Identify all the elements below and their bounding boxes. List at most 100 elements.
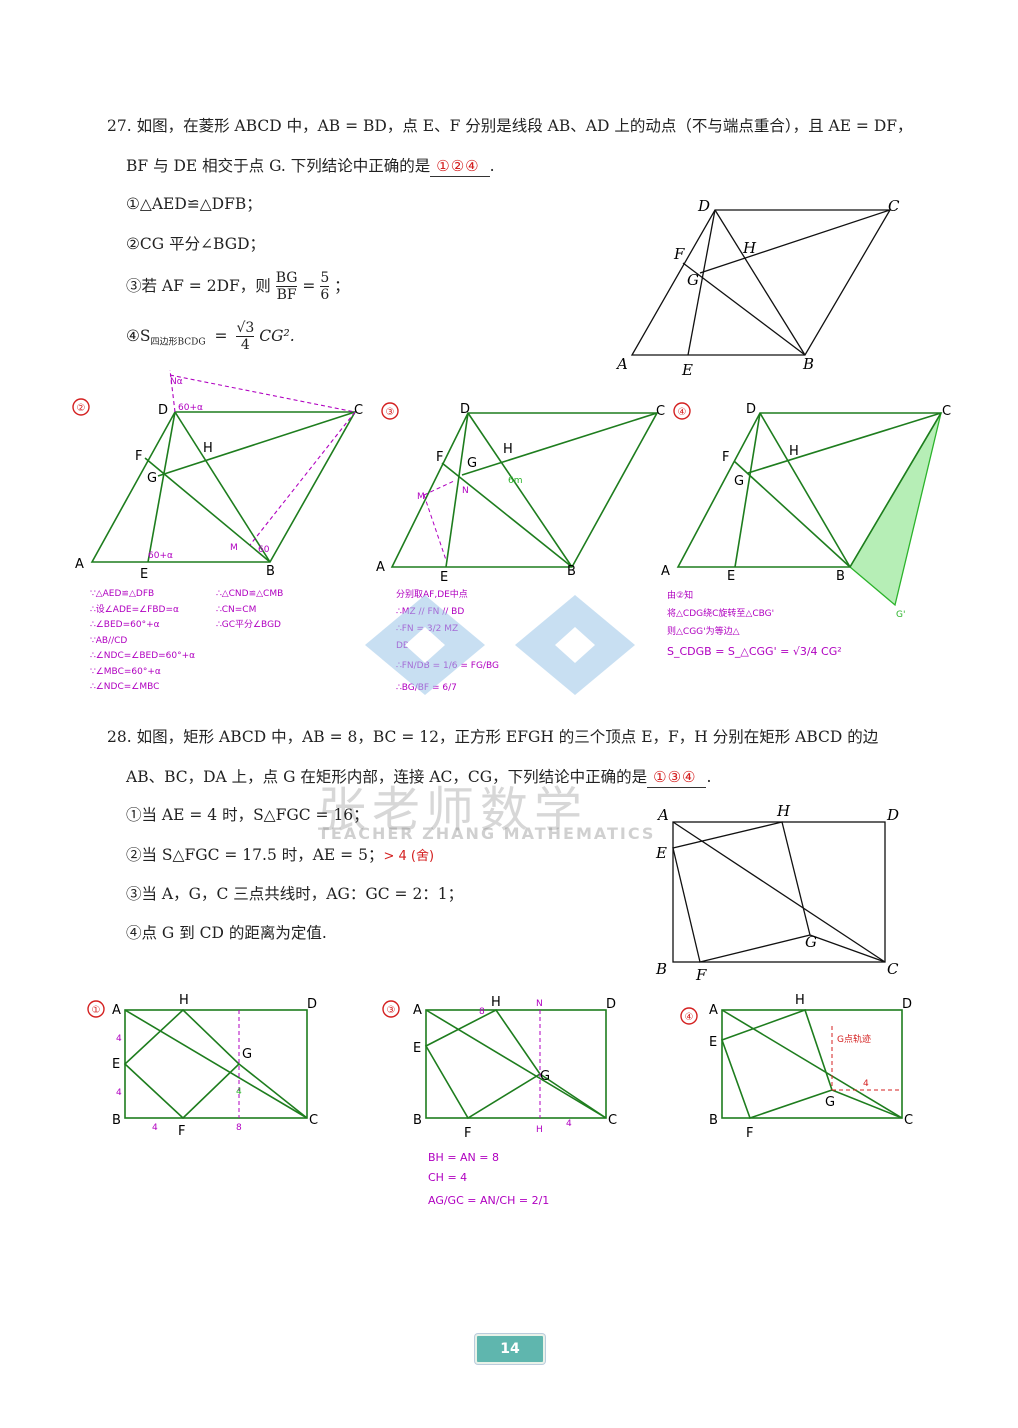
q28-option-4: ④点 G 到 CD 的距离为定值. <box>126 924 327 942</box>
sol27-fig3-e: E <box>440 570 448 585</box>
sol27-fig3-a: A <box>376 560 385 575</box>
segment-cg <box>699 209 891 274</box>
sol27-fig2-e: E <box>140 567 148 582</box>
svg-text:D: D <box>606 997 616 1012</box>
svg-text:G: G <box>540 1069 550 1084</box>
svg-text:4: 4 <box>116 1088 122 1098</box>
svg-text:A: A <box>413 1003 422 1018</box>
svg-text:E: E <box>413 1041 421 1056</box>
svg-text:4: 4 <box>566 1119 572 1129</box>
sol27-fig2-c: C <box>354 403 363 418</box>
sol27-fig4-d: D <box>746 402 756 417</box>
svg-text:F: F <box>746 1126 753 1140</box>
sol27-fig4-f: F <box>722 450 729 465</box>
sol27-fig3-h: H <box>503 442 513 457</box>
svg-text:D: D <box>902 997 912 1012</box>
svg-text:N: N <box>536 999 543 1009</box>
sol27-fig4-h: H <box>789 444 799 459</box>
svg-text:G: G <box>242 1047 252 1062</box>
svg-text:B: B <box>709 1113 718 1128</box>
q27-option-1: ①△AED≌△DFB； <box>126 195 262 213</box>
svg-text:④: ④ <box>678 407 687 418</box>
sol27-fig3-f: F <box>436 450 443 465</box>
svg-text:D: D <box>886 806 899 824</box>
sol27-fig4-g: G <box>734 474 744 489</box>
svg-text:4: 4 <box>236 1087 242 1097</box>
svg-text:60+α: 60+α <box>178 403 203 413</box>
q27-answer: ①②④ <box>436 157 480 175</box>
q27-figure: D C F H G A E B <box>615 197 900 379</box>
q27-option-2: ②CG 平分∠BGD； <box>126 235 266 253</box>
svg-text:C: C <box>904 1113 913 1128</box>
svg-text:G': G' <box>896 610 905 620</box>
svg-text:E: E <box>709 1035 717 1050</box>
sol27-fig4-a: A <box>661 564 670 579</box>
segment-bd <box>714 209 806 356</box>
svg-text:C: C <box>608 1113 617 1128</box>
svg-text:8: 8 <box>479 1007 485 1017</box>
q27-label-a: A <box>615 355 628 373</box>
svg-text:60+α: 60+α <box>148 551 173 561</box>
q28-answer: ①③④ <box>653 768 697 786</box>
sol27-circle-2: ② <box>77 403 86 414</box>
svg-text:A: A <box>709 1003 718 1018</box>
sol27-fig2-h: H <box>203 441 213 456</box>
svg-text:F: F <box>178 1124 185 1139</box>
sol27-fig4-e: E <box>727 569 735 584</box>
q28-option-2: ②当 S△FGC = 17.5 时，AE = 5；> 4 (舍) <box>126 846 435 864</box>
sol27-fig2-a: A <box>75 557 84 572</box>
svg-text:6m: 6m <box>508 476 523 486</box>
q27-label-h: H <box>742 239 757 257</box>
svg-text:D: D <box>307 997 317 1012</box>
q28-option-3: ③当 A，G，C 三点共线时，AG：GC = 2：1； <box>126 885 464 903</box>
svg-text:60: 60 <box>258 545 270 555</box>
sol27-fig4-b: B <box>836 569 845 584</box>
q28-option-1: ①当 AE = 4 时，S△FGC = 16； <box>126 806 369 824</box>
svg-text:C: C <box>309 1113 318 1128</box>
watermark-en: TEACHER ZHANG MATHEMATICS <box>318 824 656 843</box>
q27-label-g: G <box>687 271 699 289</box>
svg-text:B: B <box>655 960 667 978</box>
svg-text:4: 4 <box>116 1034 122 1044</box>
svg-text:F: F <box>695 966 707 984</box>
svg-text:4: 4 <box>152 1123 158 1133</box>
sol27-fig2-b: B <box>266 564 275 579</box>
sol27-fig4-c: C <box>942 404 951 419</box>
sol27-fig3-c: C <box>656 404 665 419</box>
q28-line1: 28. 如图，矩形 ABCD 中，AB = 8，BC = 12，正方形 EFGH… <box>107 728 879 746</box>
page-number: 14 <box>475 1334 545 1364</box>
sol28-figure-3: ③ A H D E G B F C N H 8 4 <box>382 995 617 1140</box>
svg-text:E: E <box>112 1057 120 1072</box>
q27-line1: 27. 如图，在菱形 ABCD 中，AB = BD，点 E、F 分别是线段 AB… <box>107 117 913 135</box>
sol27-fig3-d: D <box>460 402 470 417</box>
svg-text:M: M <box>417 492 425 502</box>
sol28-notes-fig3: BH = AN = 8 CH = 4 AG/GC = AN/CH = 2/1 <box>428 1151 550 1207</box>
q28-figure: A H D E G B F C <box>655 802 899 984</box>
svg-text:B: B <box>413 1113 422 1128</box>
q27-label-f: F <box>673 245 685 263</box>
sol27-fig2-f: F <box>135 449 142 464</box>
watermark-logo <box>365 595 635 695</box>
svg-text:F: F <box>464 1126 471 1140</box>
svg-text:③: ③ <box>387 1005 396 1016</box>
svg-text:C: C <box>887 960 899 978</box>
sol27-fig2-d: D <box>158 403 168 418</box>
segment-de <box>687 209 716 356</box>
sol27-figure-4: ④ D C F H G A E B G' <box>661 402 951 620</box>
sol27-notes-fig2-right: ∴△CND≌△CMB ∴CN=CM ∴GC平分∠BGD <box>216 589 284 630</box>
svg-text:G: G <box>825 1095 835 1110</box>
svg-text:G: G <box>805 933 817 951</box>
sol27-fig3-g: G <box>467 456 477 471</box>
svg-text:④: ④ <box>685 1012 694 1023</box>
sol27-fig3-b: B <box>567 564 576 579</box>
svg-text:A: A <box>112 1003 121 1018</box>
svg-text:H: H <box>536 1125 543 1135</box>
q27-label-e: E <box>681 361 693 379</box>
svg-text:N: N <box>462 486 469 496</box>
svg-text:E: E <box>655 844 667 862</box>
sol27-notes-fig4: 由②知 将△CDG绕C旋转至△CBG' 则△CGG'为等边△ S_CDGB = … <box>667 591 842 658</box>
